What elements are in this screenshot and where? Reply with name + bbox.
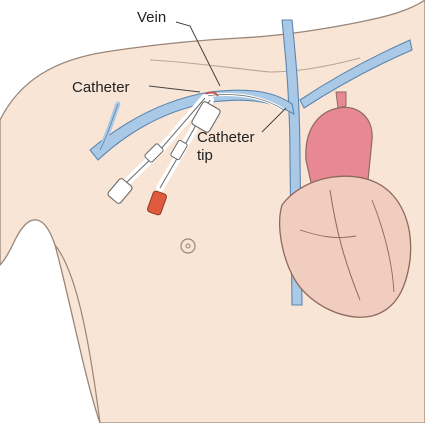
label-catheter: Catheter xyxy=(72,79,130,96)
label-catheter-tip-line2: tip xyxy=(197,147,213,164)
label-vein: Vein xyxy=(137,9,166,26)
label-catheter-tip-line1: Catheter xyxy=(197,129,255,146)
aorta-branch xyxy=(336,92,346,108)
